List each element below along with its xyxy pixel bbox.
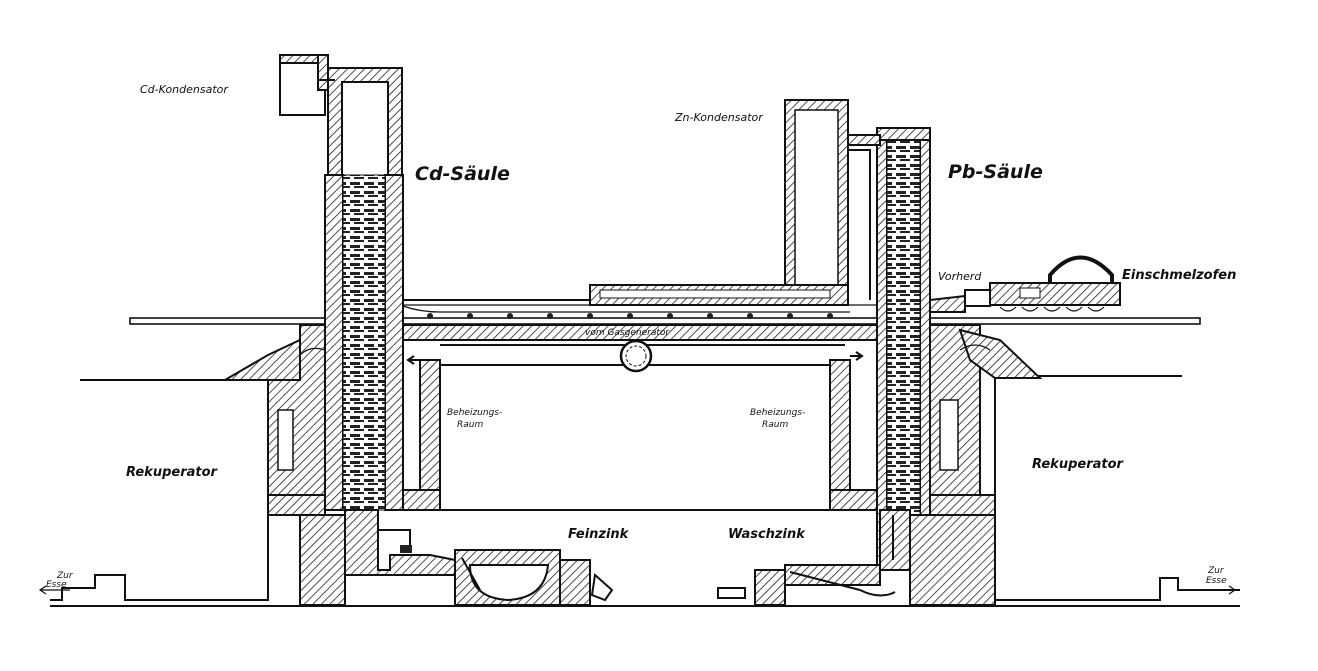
to-chimney-right-line1: Zur <box>1207 566 1225 576</box>
to-chimney-left-line2: Esse <box>46 580 67 590</box>
right-recuperator-label: Rekuperator <box>1032 457 1125 472</box>
heating-room-left-line2: Raum <box>457 420 483 430</box>
heating-room-right-line2: Raum <box>762 420 788 430</box>
wash-zinc-label: Waschzink <box>728 527 806 542</box>
pb-column-label: Pb-Säule <box>948 161 1043 183</box>
cd-column-label: Cd-Säule <box>415 163 510 185</box>
heating-chamber <box>402 324 878 511</box>
melting-furnace-label: Einschmelzofen <box>1122 268 1236 283</box>
zn-condenser <box>589 99 881 306</box>
right-recuperator <box>909 324 1240 606</box>
to-chimney-right-line2: Esse <box>1206 576 1227 586</box>
cd-condenser <box>279 54 335 116</box>
fine-zinc-label: Feinzink <box>568 527 630 542</box>
to-chimney-left-line1: Zur <box>56 571 74 581</box>
gas-generator-label: vom Gasgenerator <box>585 328 670 338</box>
gas-supply-pipe <box>406 339 864 373</box>
collection-trough <box>344 509 911 606</box>
zn-condenser-label: Zn-Kondensator <box>674 111 764 124</box>
cd-column <box>324 67 404 511</box>
left-recuperator-label: Rekuperator <box>126 465 219 480</box>
heating-room-right-line1: Beheizungs- <box>750 408 805 418</box>
flue-arrows <box>38 585 1237 595</box>
forehearth-and-furnace <box>929 255 1121 313</box>
upper-deck <box>129 304 1201 325</box>
pb-column <box>876 127 931 571</box>
forehearth-label: Vorherd <box>938 270 982 283</box>
heating-room-left-line1: Beheizungs- <box>447 408 502 418</box>
cd-condenser-label: Cd-Kondensator <box>140 83 229 96</box>
connecting-duct <box>402 299 850 319</box>
left-recuperator <box>50 324 346 606</box>
